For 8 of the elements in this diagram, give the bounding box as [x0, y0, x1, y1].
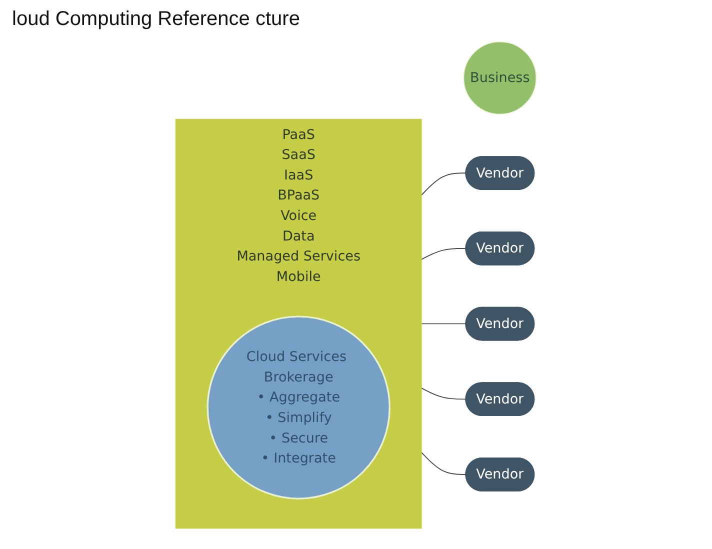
node-circle: Cloud Services Brokerage • Aggregate • Simplify • Secure • Integrate	[206, 316, 390, 500]
connector	[420, 248, 466, 260]
connector	[420, 172, 466, 196]
connector	[420, 388, 466, 400]
node-circle: Business	[463, 41, 537, 115]
connector	[420, 323, 466, 324]
diagram-title: loud Computing Reference cture	[12, 8, 301, 31]
connector	[420, 452, 466, 475]
